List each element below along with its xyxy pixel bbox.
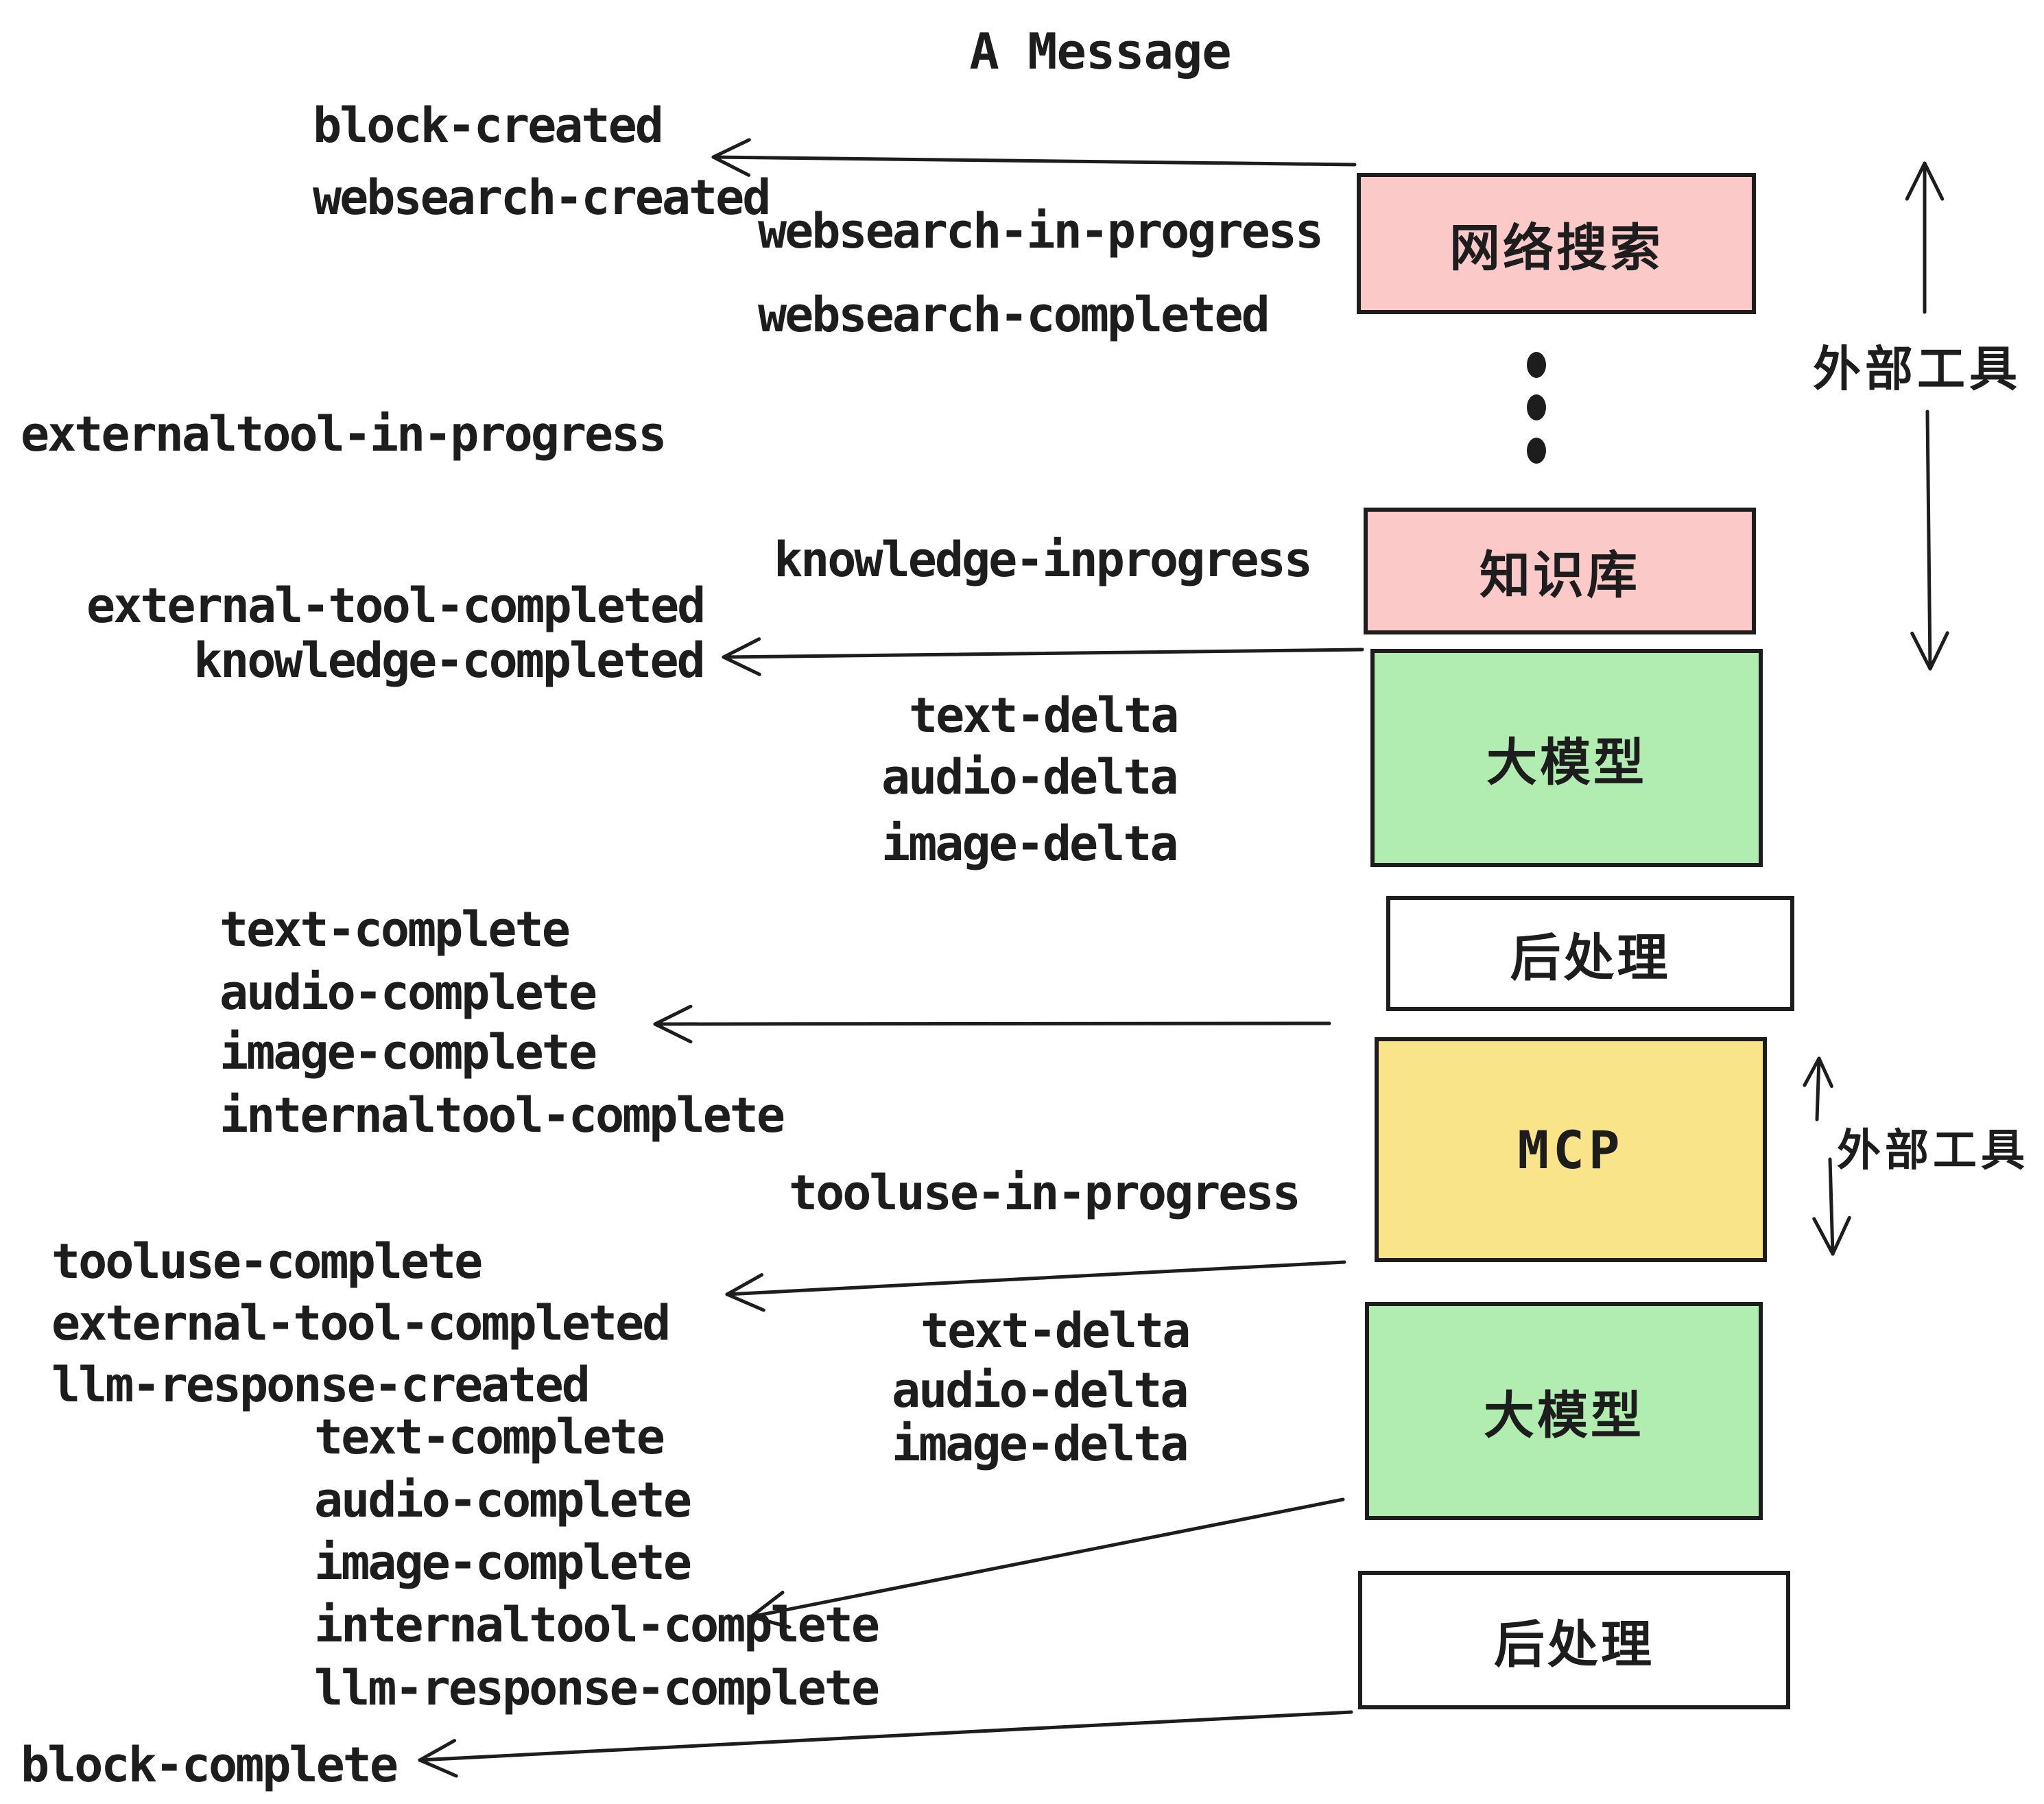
event-label: text-delta xyxy=(909,687,1179,744)
flow-box-knowledge: 知识库 xyxy=(1364,508,1756,634)
flow-box-websearch: 网络搜索 xyxy=(1357,173,1756,314)
flow-box-mcp: MCP xyxy=(1375,1037,1767,1262)
diagram-title: A Message xyxy=(969,23,1231,80)
arrow-to-knowledge-completed xyxy=(722,637,1364,676)
event-label: tooluse-complete xyxy=(51,1233,483,1290)
arrow-to-block-complete xyxy=(418,1710,1353,1778)
arrow-external-tools-2-down xyxy=(1812,1157,1851,1256)
event-label: internaltool-complete xyxy=(314,1597,880,1653)
event-label: tooluse-in-progress xyxy=(789,1165,1301,1221)
event-label: externaltool-in-progress xyxy=(21,406,667,462)
flow-box-label: 大模型 xyxy=(1484,1386,1644,1444)
event-label: external-tool-completed xyxy=(86,578,706,634)
flow-box-label: 知识库 xyxy=(1479,547,1640,604)
flow-box-label: 后处理 xyxy=(1494,1615,1654,1673)
event-label: audio-delta xyxy=(892,1362,1189,1419)
arrow-external-tools-1-down xyxy=(1910,410,1949,671)
event-label: text-complete xyxy=(219,901,571,958)
event-label: internaltool-complete xyxy=(219,1087,785,1143)
flow-box-label: MCP xyxy=(1517,1119,1624,1180)
flow-box-label: 网络搜索 xyxy=(1449,219,1663,276)
event-label: block-complete xyxy=(21,1737,399,1793)
event-label: image-complete xyxy=(219,1024,597,1080)
flow-box-label: 后处理 xyxy=(1510,929,1671,986)
event-label: audio-delta xyxy=(881,749,1179,805)
ellipsis-dot-icon xyxy=(1527,394,1546,420)
arrow-to-audio-complete-2 xyxy=(749,1497,1345,1629)
event-label: image-delta xyxy=(892,1416,1189,1472)
event-label: image-delta xyxy=(881,816,1179,872)
arrow-external-tools-2-up xyxy=(1803,1056,1833,1121)
side-label-external-tools-1: 外部工具 xyxy=(1813,342,2021,396)
event-label: external-tool-completed xyxy=(51,1295,671,1351)
event-label: text-delta xyxy=(920,1303,1191,1359)
arrow-to-tooluse-complete xyxy=(725,1260,1346,1312)
event-label: llm-response-complete xyxy=(314,1660,880,1716)
event-label: block-created xyxy=(313,97,664,154)
event-label: text-complete xyxy=(314,1409,665,1465)
arrow-external-tools-1-up xyxy=(1905,161,1945,314)
ellipsis-dot-icon xyxy=(1527,438,1546,464)
event-label: websearch-completed xyxy=(758,287,1270,343)
flow-box-label: 大模型 xyxy=(1486,733,1647,791)
event-label: audio-complete xyxy=(219,964,597,1021)
arrow-to-image-complete-1 xyxy=(653,1004,1331,1044)
flow-box-llm-1: 大模型 xyxy=(1370,649,1763,867)
event-label: websearch-in-progress xyxy=(758,203,1324,259)
event-label: knowledge-completed xyxy=(193,632,706,689)
event-label: image-complete xyxy=(314,1534,692,1591)
ellipsis-dot-icon xyxy=(1527,352,1546,378)
flow-box-llm-2: 大模型 xyxy=(1365,1302,1763,1520)
flow-box-post-2: 后处理 xyxy=(1358,1571,1790,1709)
arrow-to-block-created xyxy=(711,138,1357,177)
event-label: knowledge-inprogress xyxy=(774,532,1313,588)
side-label-external-tools-2: 外部工具 xyxy=(1837,1126,2029,1175)
event-label: websearch-created xyxy=(313,169,771,226)
event-label: audio-complete xyxy=(314,1472,692,1528)
event-label: llm-response-created xyxy=(51,1357,591,1413)
flow-box-post-1: 后处理 xyxy=(1386,896,1794,1011)
